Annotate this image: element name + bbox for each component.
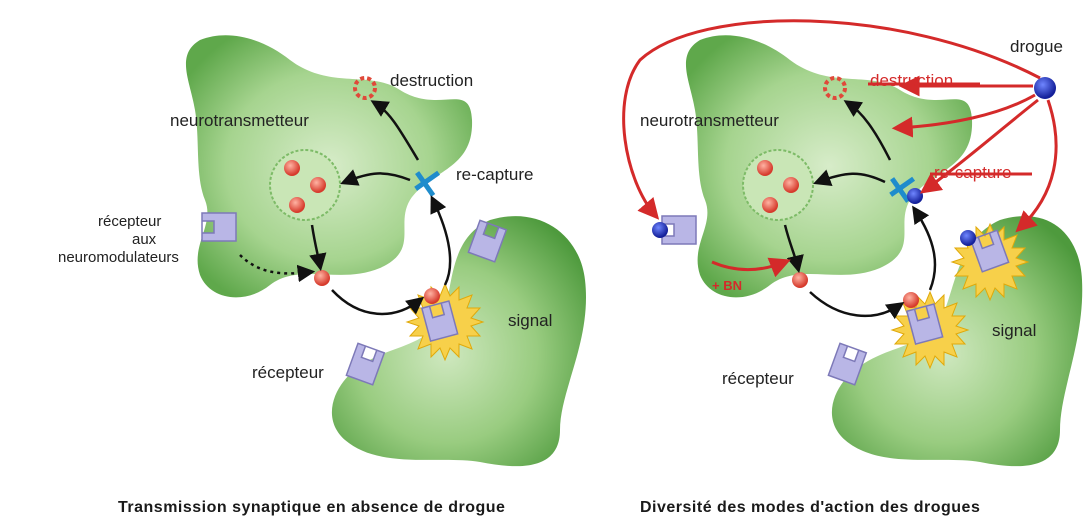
label-recapture-struck: re-capture xyxy=(934,163,1011,182)
label-plus-bn: + BN xyxy=(712,278,742,293)
neurotransmitter-molecule xyxy=(783,177,799,193)
neurotransmitter-molecule xyxy=(289,197,305,213)
vesicle xyxy=(270,150,340,220)
label-recepteur-neuromod-3: neuromodulateurs xyxy=(58,249,179,266)
vesicle xyxy=(743,150,813,220)
drug-molecule xyxy=(960,230,976,246)
drug-molecule xyxy=(907,188,923,204)
label-recapture: re-capture xyxy=(456,165,533,184)
label-drogue: drogue xyxy=(1010,37,1063,56)
neurotransmitter-molecule xyxy=(762,197,778,213)
arrow-back-to-transporter xyxy=(433,200,450,285)
arrow-back-to-transporter xyxy=(915,210,935,290)
label-destruction: destruction xyxy=(390,71,473,90)
released-neurotransmitter xyxy=(314,270,330,286)
caption-right: Diversité des modes d'action des drogues xyxy=(640,499,980,516)
label-destruction-struck: destruction xyxy=(870,71,953,90)
label-signal: signal xyxy=(508,311,552,330)
neurotransmitter-molecule xyxy=(310,177,326,193)
arrow-to-postsynaptic xyxy=(332,290,420,314)
label-recepteur-neuromod-2: aux xyxy=(132,231,157,248)
drug-molecule xyxy=(652,222,668,238)
right-panel: drogue destruction neurotransmetteur re-… xyxy=(624,21,1083,516)
label-neurotransmetteur: neurotransmetteur xyxy=(170,111,309,130)
neurotransmitter-molecule xyxy=(757,160,773,176)
bound-neurotransmitter xyxy=(903,292,919,308)
arrow-to-postsynaptic xyxy=(810,292,900,316)
left-panel: destruction neurotransmetteur re-capture… xyxy=(58,35,586,516)
drug-arrow-to-postsynaptic xyxy=(1020,100,1056,228)
label-signal: signal xyxy=(992,321,1036,340)
caption-left: Transmission synaptique en absence de dr… xyxy=(118,499,505,516)
label-neurotransmetteur: neurotransmetteur xyxy=(640,111,779,130)
label-recepteur: récepteur xyxy=(252,363,324,382)
label-recepteur: récepteur xyxy=(722,369,794,388)
label-recepteur-neuromod-1: récepteur xyxy=(98,213,161,230)
neurotransmitter-molecule xyxy=(284,160,300,176)
drug-molecule xyxy=(1034,77,1056,99)
bound-neurotransmitter xyxy=(424,288,440,304)
released-neurotransmitter xyxy=(792,272,808,288)
